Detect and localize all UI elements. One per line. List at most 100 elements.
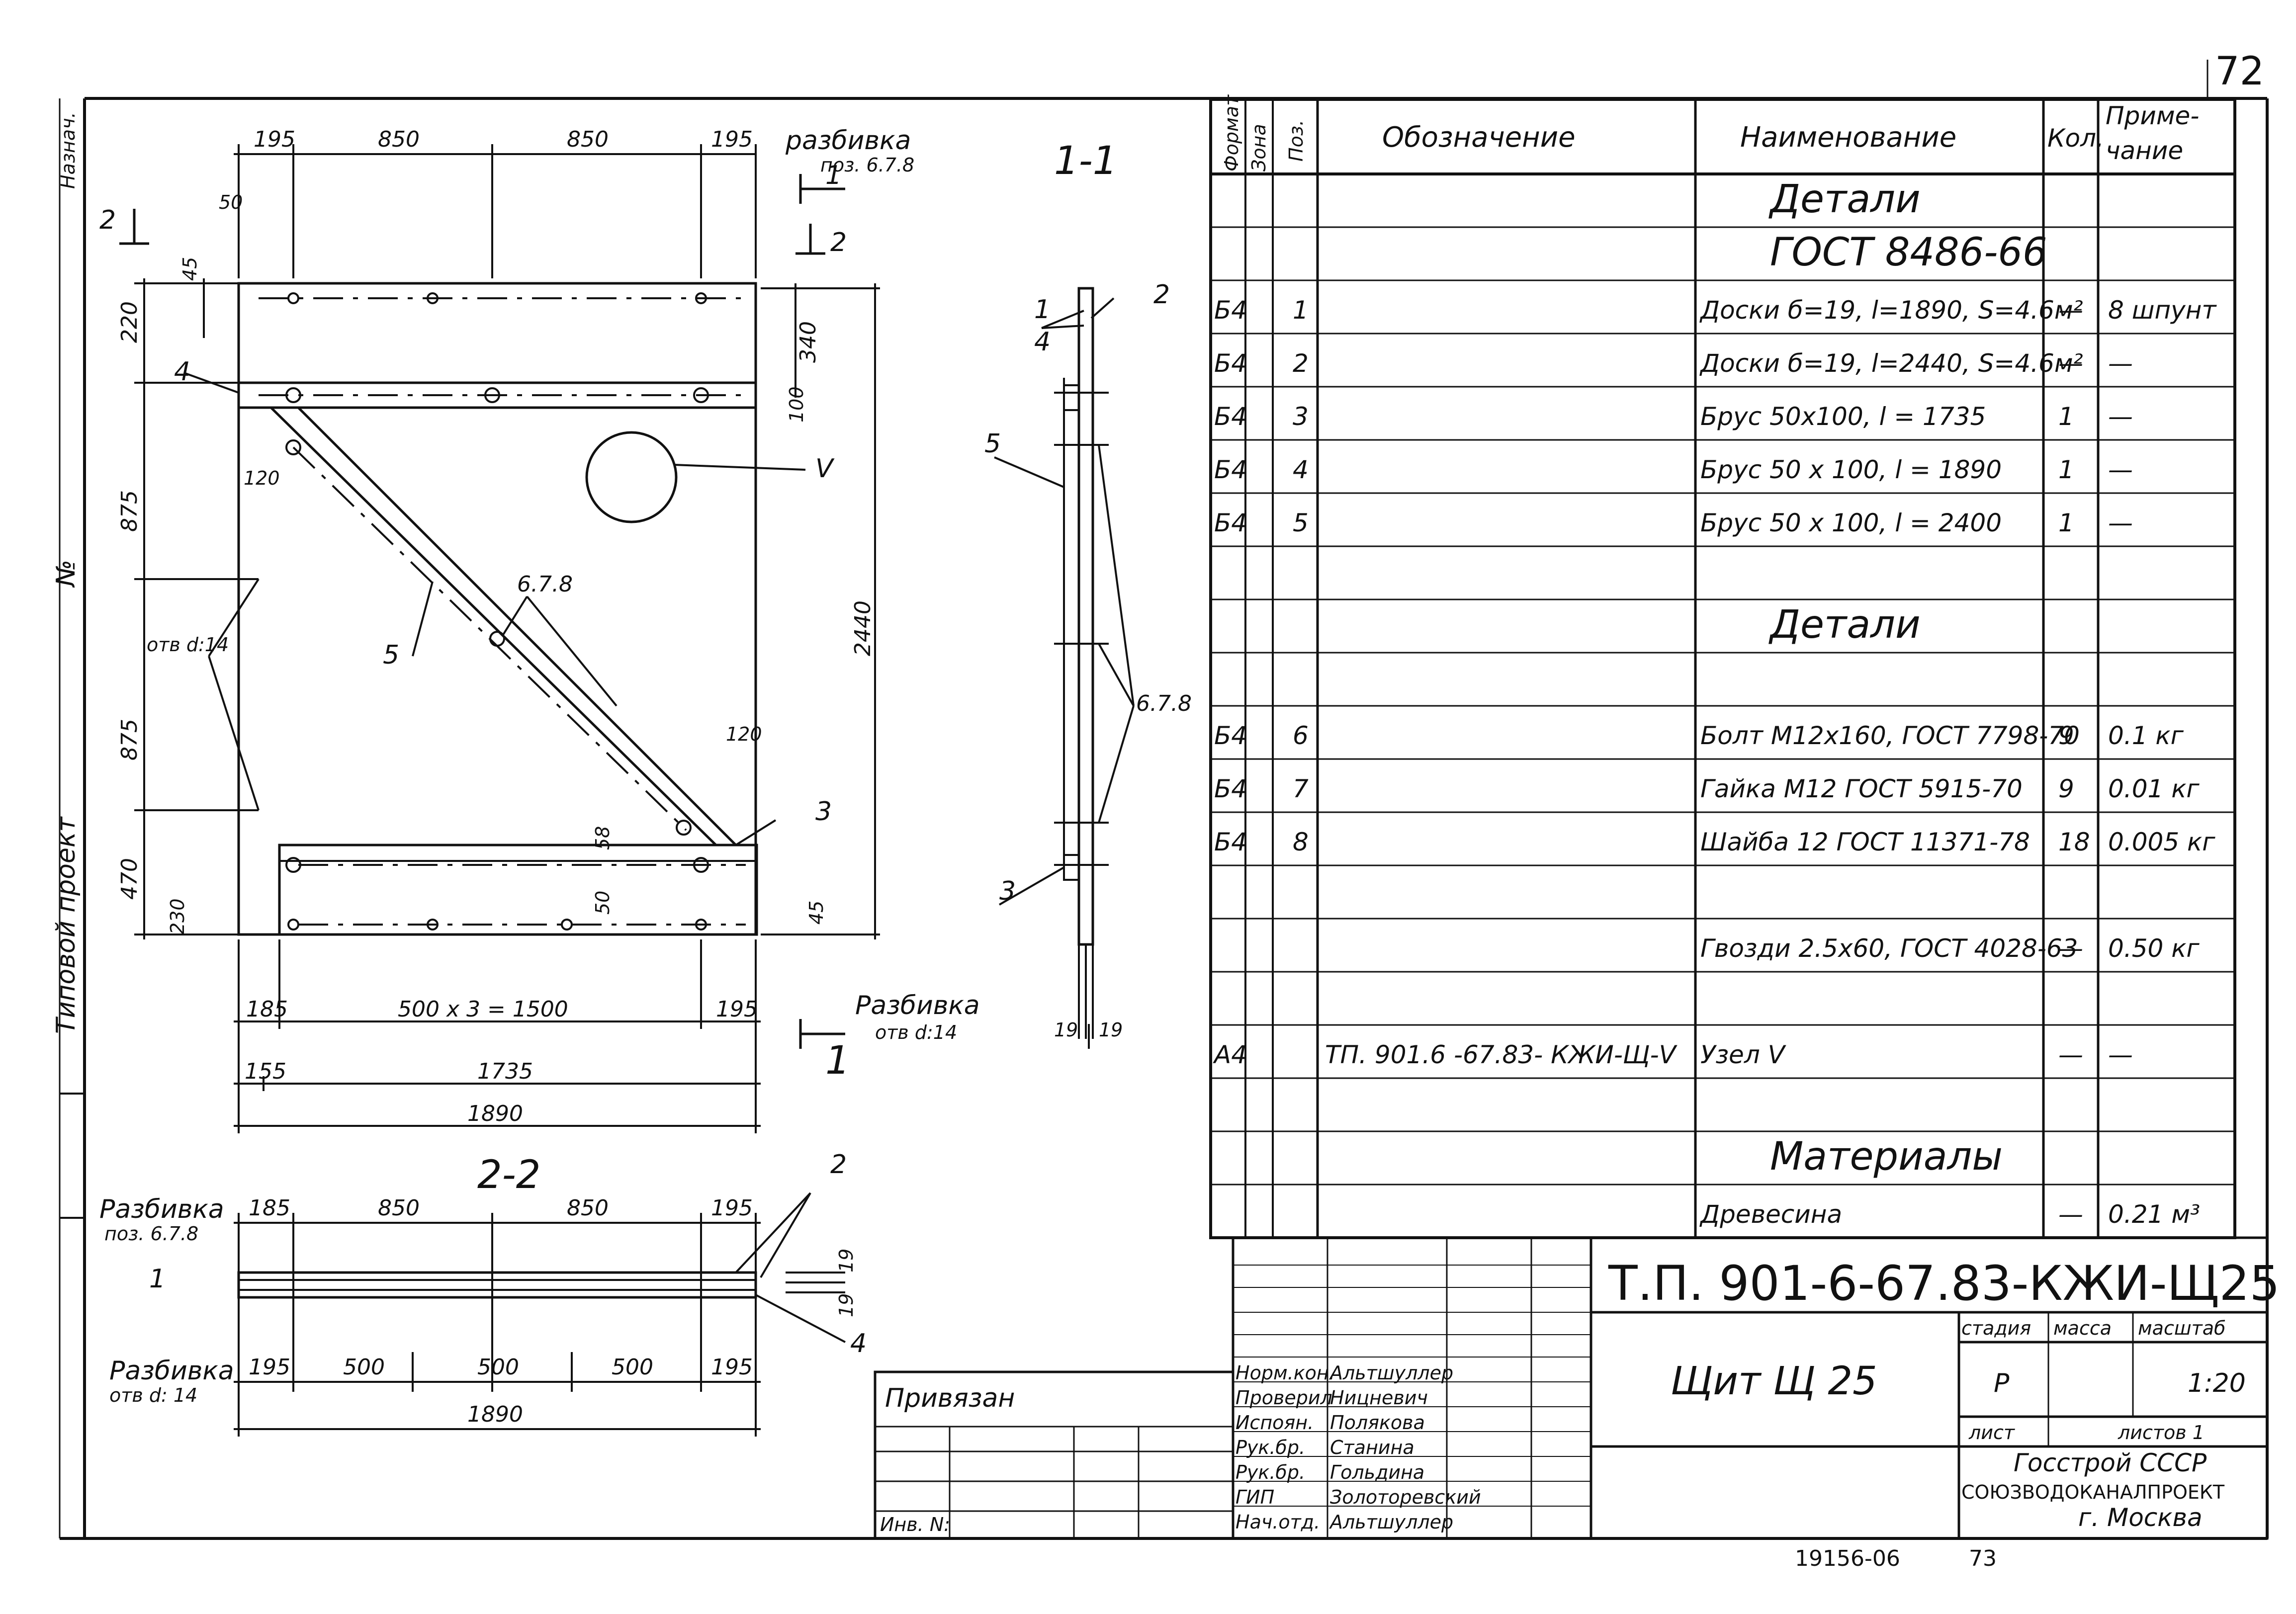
spec-name: Доски б=19, l=2440, S=4.6м²	[1699, 349, 2083, 378]
section-1-1	[994, 287, 1135, 1049]
spec-format: Б4	[1214, 828, 1247, 856]
spec-pos: 8	[1293, 828, 1309, 856]
section-mark-1-top: 1	[825, 161, 842, 190]
sec-19-right: 19	[1099, 1019, 1123, 1041]
hdr-qty: Кол.	[2047, 124, 2104, 153]
bound-label: Привязан	[885, 1383, 1015, 1413]
section-2-2-labels: 2-2 185 850 850 195 Разбивка поз. 6.7.8 …	[99, 1150, 867, 1427]
dim-1735: 1735	[477, 1059, 533, 1084]
spec-format: Б4	[1214, 774, 1247, 803]
breakdown-top-label: разбивка	[785, 126, 911, 156]
spec-name: Брус 50х100, l = 1735	[1700, 402, 1986, 431]
spec-qty: —	[2058, 1040, 2083, 1069]
signature-role: ГИП	[1236, 1486, 1274, 1508]
signature-role: Рук.бр.	[1236, 1461, 1305, 1483]
front-view	[119, 144, 880, 1133]
spec-qty: —	[2058, 1200, 2083, 1229]
dim-left-220: 220	[117, 301, 142, 343]
pos-678-front: 6.7.8	[517, 572, 573, 597]
hdr-pos: Поз.	[1285, 120, 1307, 162]
pos-678-sec: 6.7.8	[1136, 691, 1192, 716]
spec-note: 0.50 кг	[2108, 934, 2200, 963]
signature-name: Полякова	[1330, 1412, 1425, 1434]
stamp-number: 73	[1969, 1546, 1997, 1571]
view-1-1-title: 1-1	[1054, 139, 1117, 183]
spec-qty: 9	[2058, 721, 2074, 750]
dim-120-top: 120	[244, 467, 280, 489]
spec-pos: 1	[1293, 296, 1309, 325]
scale-value: 1:20	[2188, 1368, 2246, 1398]
s22-dim-bot-1: 195	[249, 1355, 290, 1380]
spec-name: Узел V	[1700, 1040, 1787, 1069]
spec-name: Доски б=19, l=1890, S=4.6м²	[1699, 296, 2083, 325]
spec-pos: 6	[1293, 721, 1309, 750]
stage-label: стадия	[1961, 1317, 2031, 1339]
breakdown-bot-holes: отв d:14	[875, 1021, 957, 1043]
spec-name: Древесина	[1699, 1200, 1842, 1229]
s22-dim-top-4: 195	[711, 1195, 753, 1221]
signature-name: Золоторевский	[1330, 1486, 1481, 1508]
spec-format: Б4	[1214, 509, 1247, 537]
side-text-project: Типовой проект	[51, 816, 81, 1034]
s22-break-top-pos: поз. 6.7.8	[104, 1223, 198, 1245]
signature-name: Альтшуллер	[1328, 1362, 1453, 1384]
doc-code: Т.П. 901-6-67.83-КЖИ-Щ25	[1608, 1256, 2280, 1311]
callout-1-sec: 1	[1034, 295, 1051, 325]
callout-3-front: 3	[815, 797, 832, 827]
callout-5-front: 5	[383, 640, 399, 670]
hdr-note-1: Приме-	[2106, 101, 2199, 130]
org-line-1: Госстрой СССР	[2014, 1448, 2207, 1477]
spec-note: 8 шпунт	[2108, 296, 2217, 325]
spec-header: Формат Зона Поз. Обозначение Наименовани…	[1221, 94, 2199, 171]
hdr-designation: Обозначение	[1382, 121, 1576, 154]
dim-top-2: 850	[378, 127, 420, 152]
front-view-labels: 195 850 850 195 разбивка поз. 6.7.8 1-1 …	[99, 126, 1117, 1126]
spec-pos: 5	[1293, 509, 1309, 537]
hdr-name: Наименование	[1740, 121, 1956, 154]
signature-role: Проверил	[1236, 1387, 1332, 1409]
stage-value: Р	[1994, 1368, 2010, 1398]
s22-dim-bot-2: 500	[343, 1355, 385, 1380]
spec-table-grid	[1209, 98, 2236, 1239]
dim-50: 50	[219, 191, 243, 213]
s22-total: 1890	[467, 1402, 523, 1427]
pos-v-front: V	[815, 454, 835, 484]
s22-dim-top-3: 850	[567, 1195, 609, 1221]
signature-name: Альтшуллер	[1328, 1511, 1453, 1533]
dim-50b: 50	[592, 891, 614, 915]
dim-2440: 2440	[850, 600, 876, 656]
spec-name: Брус 50 х 100, l = 2400	[1700, 509, 2002, 537]
dim-120-bot: 120	[726, 723, 762, 745]
dim-340: 340	[795, 321, 821, 363]
spec-name: Гвозди 2.5х60, ГОСТ 4028-63	[1700, 934, 2078, 963]
breakdown-top-pos: поз. 6.7.8	[820, 154, 914, 176]
spec-qty: 18	[2058, 828, 2090, 856]
callout-5-sec: 5	[984, 429, 1001, 459]
side-text-number: №	[51, 560, 81, 588]
dim-230: 230	[167, 898, 188, 934]
sheets-label: листов 1	[2118, 1422, 2205, 1444]
spec-pos: 7	[1293, 774, 1309, 803]
title-block-text: Т.П. 901-6-67.83-КЖИ-Щ25 Щит Щ 25 стадия…	[880, 1256, 2280, 1571]
spec-format: А4	[1213, 1040, 1247, 1069]
callout-3-sec: 3	[999, 876, 1016, 906]
spec-pos: 4	[1293, 455, 1309, 484]
spec-qty: —	[2058, 349, 2083, 378]
dim-left-875a: 875	[117, 490, 142, 532]
section-2-2	[234, 1192, 846, 1437]
scale-label: масштаб	[2138, 1317, 2225, 1339]
callout-2-sec: 2	[1153, 280, 1170, 310]
spec-note: —	[2108, 349, 2133, 378]
spec-name: Брус 50 х 100, l = 1890	[1700, 455, 2002, 484]
section-mark-2-right: 2	[830, 228, 847, 257]
spec-format: Б4	[1214, 296, 1247, 325]
spec-format: Б4	[1214, 349, 1247, 378]
spec-qty: 1	[2058, 455, 2074, 484]
dim-bot-185: 185	[246, 997, 288, 1022]
dim-45: 45	[179, 257, 201, 281]
signature-role: Норм.кон.	[1236, 1362, 1335, 1384]
inventory-number: 19156-06	[1795, 1546, 1900, 1571]
spec-qty: —	[2058, 934, 2083, 963]
